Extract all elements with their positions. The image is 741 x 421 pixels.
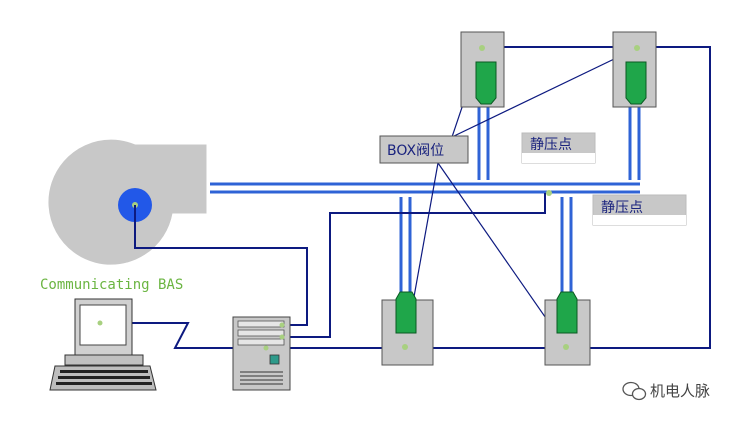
vav-box-top-right [612,31,657,108]
bas-label: Communicating BAS [40,277,183,293]
watermark-text: 机电人脉 [650,382,710,400]
vav-box-bottom-left [381,291,434,366]
control-wiring [100,46,711,349]
static-pressure-label-2: 静压点 [592,194,687,226]
vav-box-top-left [460,31,505,108]
static-pressure-label-1: 静压点 [521,132,596,164]
watermark: 机电人脉 [622,381,710,401]
main-supply-duct [210,182,640,194]
vav-box-bottom-right [544,291,591,366]
box-valve-label: BOX阀位 [379,135,469,164]
static-pressure-node [546,190,552,196]
wechat-icon [622,381,647,401]
box-valve-text: BOX阀位 [387,143,444,159]
supply-fan [48,139,207,265]
bas-computer [49,298,157,391]
static-pressure-text-2: 静压点 [601,200,643,216]
static-pressure-text-1: 静压点 [530,137,572,153]
ddc-controller [232,316,291,391]
